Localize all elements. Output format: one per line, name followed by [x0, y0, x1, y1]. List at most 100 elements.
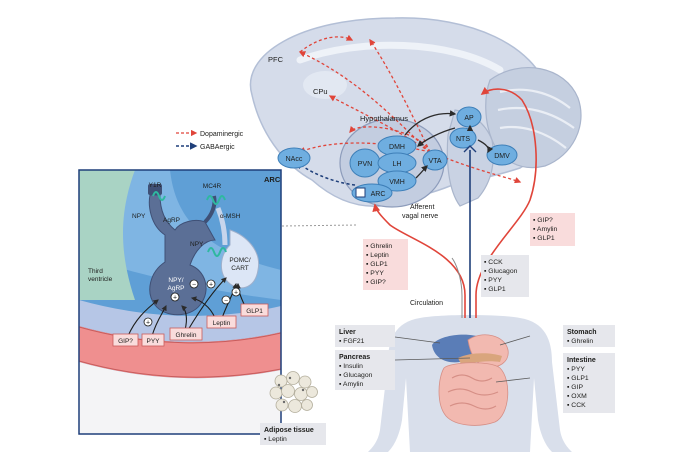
signal-mid-3: ▪ GLP1 — [484, 286, 506, 293]
organ-liver-item-0: ▪ FGF21 — [339, 338, 365, 345]
intestine-folds — [447, 374, 499, 410]
hormone-box-leptin — [206, 315, 237, 329]
red-path-left — [372, 203, 466, 318]
organ-intestine-item-3: ▪ OXM — [567, 393, 587, 400]
label-pvn: PVN — [358, 161, 372, 168]
signal-box-left: ▪ Ghrelin ▪ Leptin ▪ GLP1 ▪ PYY ▪ GIP? — [363, 239, 408, 290]
brain: PFC CPu NAcc Hypothalamus DMH PVN LH VMH… — [249, 17, 582, 208]
intestines — [438, 362, 509, 426]
link-hypo-ap — [404, 110, 457, 136]
label-hypothalamus: Hypothalamus — [360, 114, 408, 123]
signal-right-2: ▪ GLP1 — [533, 235, 555, 242]
nucleus-nts — [449, 127, 477, 149]
hormone-box-pyy — [141, 333, 165, 347]
signal-left-0: ▪ Ghrelin — [366, 243, 392, 250]
label-agrp: AgRP — [163, 217, 180, 224]
sign-4: + — [209, 282, 213, 289]
label-cart: CART — [231, 265, 249, 272]
label-npy-agrp-1: NPY/ — [168, 277, 183, 284]
label-dmh: DMH — [389, 144, 405, 151]
organ-box-intestine-bg — [563, 353, 615, 413]
label-vmh: VMH — [389, 179, 405, 186]
signal-mid-1: ▪ Glucagon — [484, 268, 518, 275]
label-y1r: Y1R — [149, 182, 162, 189]
label-cpu: CPu — [313, 87, 328, 96]
label-vta: VTA — [428, 158, 441, 165]
nucleus-nacc — [277, 147, 311, 169]
hormone-pyy: PYY — [146, 338, 160, 345]
hormone-leptin: Leptin — [213, 320, 231, 327]
signal-left-4: ▪ GIP? — [366, 279, 386, 286]
leader-pancreas — [394, 357, 471, 361]
da-projection-hypo — [349, 125, 431, 153]
organ-adipose-title: Adipose tissue — [264, 427, 314, 434]
adipose-cells — [269, 371, 318, 413]
signal-box-middle: ▪ CCK ▪ Glucagon ▪ PYY ▪ GLP1 — [481, 255, 529, 297]
label-nts: NTS — [456, 136, 470, 143]
organ-box-liver: Liver ▪ FGF21 — [335, 325, 395, 347]
pomc-axon — [215, 207, 228, 246]
organ-pancreas-item-2: ▪ Amylin — [339, 381, 364, 388]
legend: Dopaminergic GABAergic — [176, 129, 244, 151]
inset-title: ARC — [264, 175, 281, 184]
hormone-box-glp1 — [240, 303, 269, 317]
vessel-wall-top — [79, 326, 281, 344]
organ-stomach-item-0: ▪ Ghrelin — [567, 338, 593, 345]
signal-mid-0: ▪ CCK — [484, 259, 503, 266]
sign-3: − — [192, 282, 196, 289]
label-npy-left: NPY — [132, 213, 146, 220]
organ-box-intestine: Intestine ▪ PYY ▪ GLP1 ▪ GIP ▪ OXM ▪ CCK — [563, 353, 615, 413]
body — [368, 315, 572, 452]
gaba-projection-nacc — [297, 160, 356, 186]
signal-right-0: ▪ GIP? — [533, 217, 553, 224]
third-ventricle — [79, 170, 135, 300]
corpus-callosum — [296, 41, 504, 74]
hormone-box-ghrelin — [169, 327, 203, 341]
sign-5: − — [224, 298, 228, 305]
signal-box-right: ▪ GIP? ▪ Amylin ▪ GLP1 — [530, 213, 575, 246]
label-dmv: DMV — [494, 153, 510, 160]
da-projection-top — [369, 38, 431, 153]
pomc-cart-neuron — [221, 229, 260, 289]
organ-intestine-item-1: ▪ GLP1 — [567, 375, 589, 382]
da-projection-top2 — [299, 34, 354, 53]
vessel-wall-bottom — [79, 360, 281, 378]
label-amsh: α-MSH — [220, 213, 241, 220]
hormone-ghrelin: Ghrelin — [176, 332, 197, 339]
hormone-gip: GIP? — [118, 338, 133, 345]
label-pfc: PFC — [268, 55, 284, 64]
label-mc4r: MC4R — [203, 183, 222, 190]
pomc-receptor — [207, 247, 227, 257]
da-projection-cpu — [328, 95, 431, 153]
organ-box-pancreas: Pancreas ▪ Insulin ▪ Glucagon ▪ Amylin — [335, 350, 395, 390]
signal-box-right-bg — [530, 213, 575, 246]
sign-2: + — [173, 295, 177, 302]
vagal-nerve-ending — [463, 145, 477, 153]
organ-box-adipose-bg — [260, 423, 326, 445]
arrow-leptin-npy — [190, 296, 216, 319]
signal-box-left-bg — [363, 239, 408, 290]
label-afferent: Afferent — [410, 204, 434, 211]
legend-gabaergic-label: GABAergic — [200, 144, 235, 151]
agrp-axon — [203, 195, 217, 224]
sign-6: + — [234, 290, 238, 297]
signal-mid-2: ▪ PYY — [484, 277, 502, 284]
hormone-glp1: GLP1 — [246, 308, 263, 315]
organ-box-adipose: Adipose tissue ▪ Leptin — [260, 423, 326, 445]
leader-intestine — [495, 377, 531, 383]
leader-stomach — [499, 335, 531, 346]
organ-intestine-item-4: ▪ CCK — [567, 402, 586, 409]
tissue-band — [79, 300, 281, 342]
label-ventricle: ventricle — [88, 276, 113, 283]
hormone-arrows — [127, 277, 246, 337]
legend-dopaminergic-label: Dopaminergic — [200, 131, 244, 138]
mc4r-receptor — [206, 195, 226, 205]
organ-pancreas-title: Pancreas — [339, 354, 370, 361]
label-lh: LH — [393, 161, 402, 168]
hormone-box-gip — [112, 333, 139, 347]
nucleus-dmv — [486, 144, 518, 166]
arc-inset: ARC Y1R MC4R NPY AgRP α-MSH NPY NPY/ AgR… — [78, 169, 282, 435]
label-npy-mid: NPY — [190, 241, 204, 248]
